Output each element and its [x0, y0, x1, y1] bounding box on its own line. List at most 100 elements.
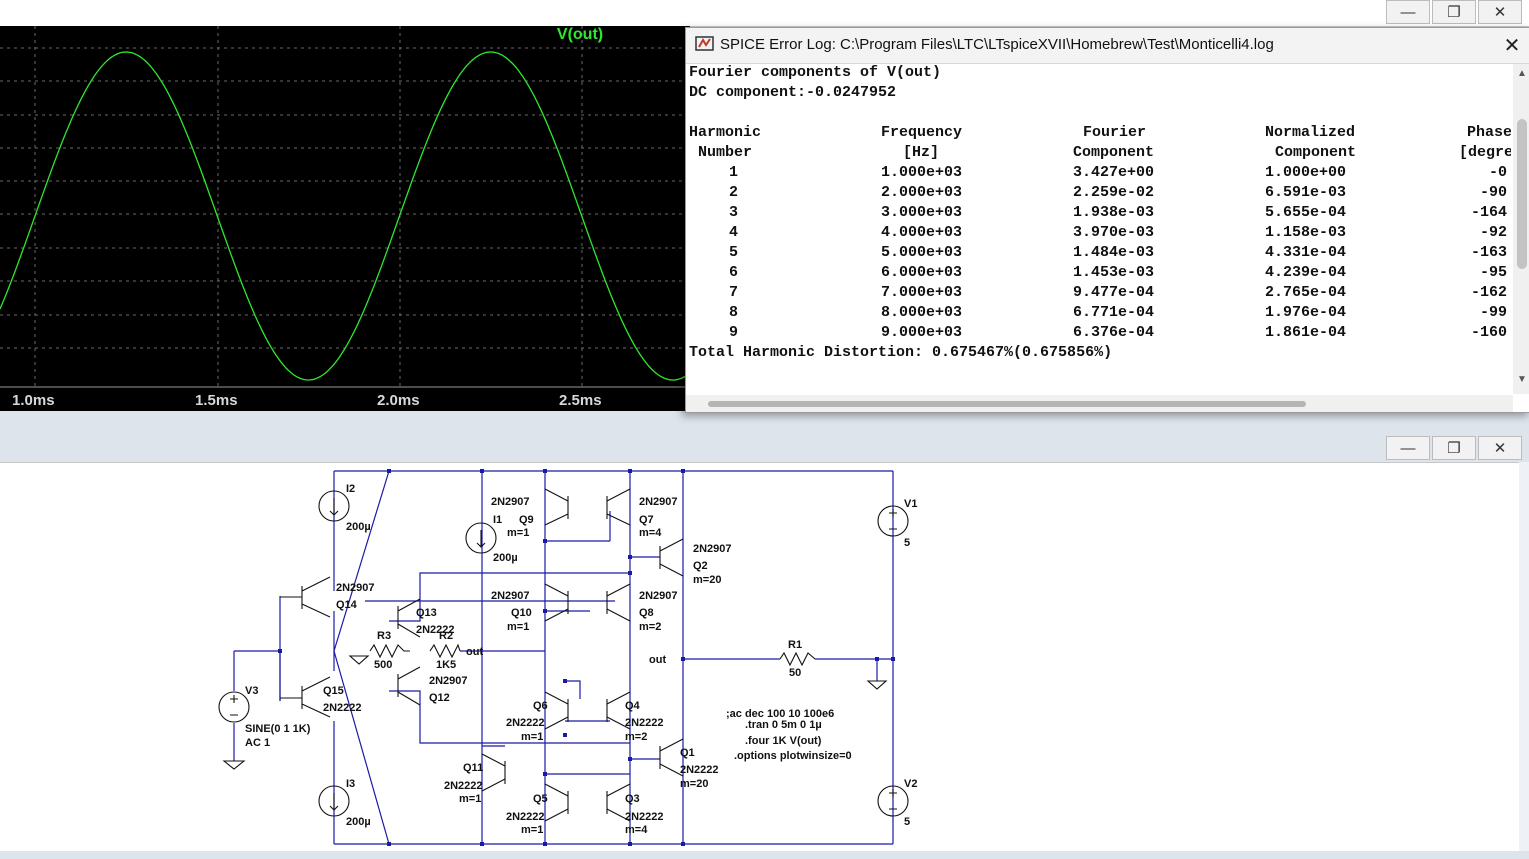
close-icon: ✕: [1493, 440, 1507, 457]
table-cell-norm: 1.000e+00: [1265, 164, 1347, 181]
svg-text:R1: R1: [788, 639, 802, 651]
svg-text:Q13: Q13: [416, 607, 437, 619]
vout-trace[interactable]: [0, 51, 690, 381]
table-cell-comp: 1.453e-03: [1073, 264, 1155, 281]
table-cell-n: 6: [729, 264, 739, 281]
svg-text:I2: I2: [346, 483, 355, 495]
table-cell-comp: 1.484e-03: [1073, 244, 1155, 261]
restore-button[interactable]: ❐: [1432, 436, 1476, 460]
table-cell-phase: -99: [1479, 304, 1507, 321]
x-tick-label: 2.5ms: [559, 392, 602, 409]
svg-text:2N2222: 2N2222: [625, 811, 664, 823]
svg-text:;ac dec 100 10 100e6: ;ac dec 100 10 100e6: [726, 708, 834, 720]
table-cell-norm: 1.861e-04: [1265, 324, 1347, 341]
log-titlebar[interactable]: SPICE Error Log: C:\Program Files\LTC\LT…: [686, 28, 1529, 64]
table-cell-phase: -164: [1470, 204, 1507, 221]
svg-text:I3: I3: [346, 778, 355, 790]
table-cell-freq: 8.000e+03: [881, 304, 963, 321]
svg-text:Q14: Q14: [336, 599, 358, 611]
log-horizontal-scrollbar[interactable]: [686, 395, 1513, 412]
schematic-pane[interactable]: I2 200µ I1 200µ I3 200µ V1 5 V2 5 V3 SIN…: [0, 462, 1519, 852]
svg-text:.tran 0 5m 0 1µ: .tran 0 5m 0 1µ: [745, 719, 822, 731]
svg-text:200µ: 200µ: [346, 521, 371, 533]
close-icon: ✕: [1503, 34, 1521, 57]
table-cell-phase: -95: [1479, 264, 1507, 281]
table-cell-freq: 9.000e+03: [881, 324, 963, 341]
svg-text:Q8: Q8: [639, 607, 654, 619]
scroll-down-icon[interactable]: ▼: [1517, 374, 1527, 385]
table-cell-comp: 1.938e-03: [1073, 204, 1155, 221]
log-vertical-thumb[interactable]: [1517, 119, 1527, 269]
svg-text:m=4: m=4: [625, 824, 648, 836]
log-content[interactable]: Fourier components of V(out) DC componen…: [689, 64, 1511, 394]
top-window-controls: — ❐ ✕: [1386, 0, 1522, 24]
svg-text:Q4: Q4: [625, 700, 641, 712]
log-vertical-scrollbar[interactable]: ▲ ▼: [1513, 64, 1529, 394]
svg-text:m=20: m=20: [693, 574, 721, 586]
components: [218, 488, 909, 822]
spice-error-log-window: SPICE Error Log: C:\Program Files\LTC\LT…: [685, 27, 1529, 413]
header-normalized: Normalized: [1265, 124, 1356, 141]
schematic-labels: I2 200µ I1 200µ I3 200µ V1 5 V2 5 V3 SIN…: [245, 483, 917, 836]
header-number: Number: [698, 144, 753, 161]
header-phase: Phase: [1467, 124, 1511, 141]
svg-text:2N2907: 2N2907: [491, 496, 530, 508]
svg-text:200µ: 200µ: [493, 552, 518, 564]
scroll-up-icon[interactable]: ▲: [1517, 68, 1527, 79]
table-cell-comp: 3.970e-03: [1073, 224, 1155, 241]
svg-text:R3: R3: [377, 630, 391, 642]
svg-text:Q10: Q10: [511, 607, 532, 619]
log-horizontal-thumb[interactable]: [708, 401, 1306, 407]
fourier-heading: Fourier components of V(out): [689, 64, 942, 81]
close-button[interactable]: ✕: [1478, 0, 1522, 24]
table-cell-n: 3: [729, 204, 739, 221]
minimize-button[interactable]: —: [1386, 0, 1430, 24]
app-window-strip: — ❐ ✕: [0, 0, 1529, 27]
table-cell-norm: 6.591e-03: [1265, 184, 1347, 201]
table-cell-norm: 2.765e-04: [1265, 284, 1347, 301]
log-close-button[interactable]: ✕: [1500, 33, 1524, 57]
schematic-scrollbar[interactable]: [1519, 462, 1529, 851]
thd-line: Total Harmonic Distortion: 0.675467%(0.6…: [689, 344, 1113, 361]
waveform-plot[interactable]: [0, 26, 690, 411]
svg-text:Q1: Q1: [680, 747, 695, 759]
svg-text:m=4: m=4: [639, 527, 662, 539]
svg-text:m=2: m=2: [625, 731, 647, 743]
table-cell-freq: 6.000e+03: [881, 264, 963, 281]
svg-text:m=1: m=1: [507, 621, 529, 633]
schematic-drawing[interactable]: I2 200µ I1 200µ I3 200µ V1 5 V2 5 V3 SIN…: [0, 463, 1519, 852]
table-cell-n: 5: [729, 244, 739, 261]
status-strip: [0, 851, 1529, 859]
table-cell-freq: 5.000e+03: [881, 244, 963, 261]
log-window-title: SPICE Error Log: C:\Program Files\LTC\LT…: [720, 36, 1274, 53]
svg-text:2N2222: 2N2222: [444, 780, 483, 792]
table-cell-norm: 4.331e-04: [1265, 244, 1347, 261]
svg-text:.options plotwinsize=0: .options plotwinsize=0: [734, 750, 852, 762]
table-cell-n: 2: [729, 184, 739, 201]
table-cell-freq: 3.000e+03: [881, 204, 963, 221]
svg-text:2N2907: 2N2907: [693, 543, 732, 555]
waveform-pane[interactable]: V(out) 1.0ms 1.5ms 2.0ms 2.5ms: [0, 26, 690, 411]
table-cell-phase: -160: [1470, 324, 1507, 341]
header-degrees: [degre: [1459, 144, 1511, 161]
restore-button[interactable]: ❐: [1432, 0, 1476, 24]
table-cell-n: 4: [729, 224, 739, 241]
schematic-window-controls: — ❐ ✕: [1386, 436, 1522, 460]
svg-text:m=1: m=1: [521, 824, 543, 836]
svg-text:out: out: [466, 646, 483, 658]
svg-text:2N2222: 2N2222: [680, 764, 719, 776]
svg-text:5: 5: [904, 537, 910, 549]
minimize-icon: —: [1400, 439, 1416, 457]
restore-icon: ❐: [1447, 440, 1461, 457]
header-component: Component: [1073, 144, 1155, 161]
header-harmonic: Harmonic: [689, 124, 762, 141]
svg-text:2N2222: 2N2222: [506, 717, 545, 729]
minimize-button[interactable]: —: [1386, 436, 1430, 460]
table-cell-norm: 5.655e-04: [1265, 204, 1347, 221]
close-button[interactable]: ✕: [1478, 436, 1522, 460]
ltspice-icon: [695, 36, 714, 51]
svg-text:m=20: m=20: [680, 778, 708, 790]
waveform-title[interactable]: V(out): [556, 26, 604, 43]
table-cell-phase: -0: [1488, 164, 1507, 181]
minimize-icon: —: [1400, 3, 1416, 21]
